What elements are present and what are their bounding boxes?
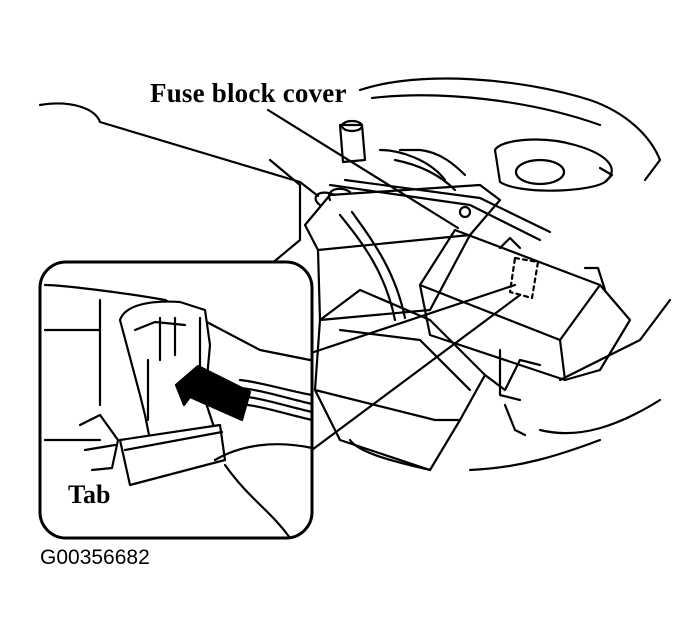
push-arrow: [174, 364, 252, 422]
inset-detail: [38, 260, 314, 540]
air-cleaner-housing: [313, 288, 672, 472]
figure-code: G00356682: [40, 546, 150, 569]
tab-label: Tab: [68, 480, 111, 509]
strut-tower: [493, 138, 614, 192]
fuse-block-cover-label: Fuse block cover: [150, 78, 347, 108]
fuse-block-cover: [418, 228, 632, 382]
hood-outline: [38, 77, 662, 267]
